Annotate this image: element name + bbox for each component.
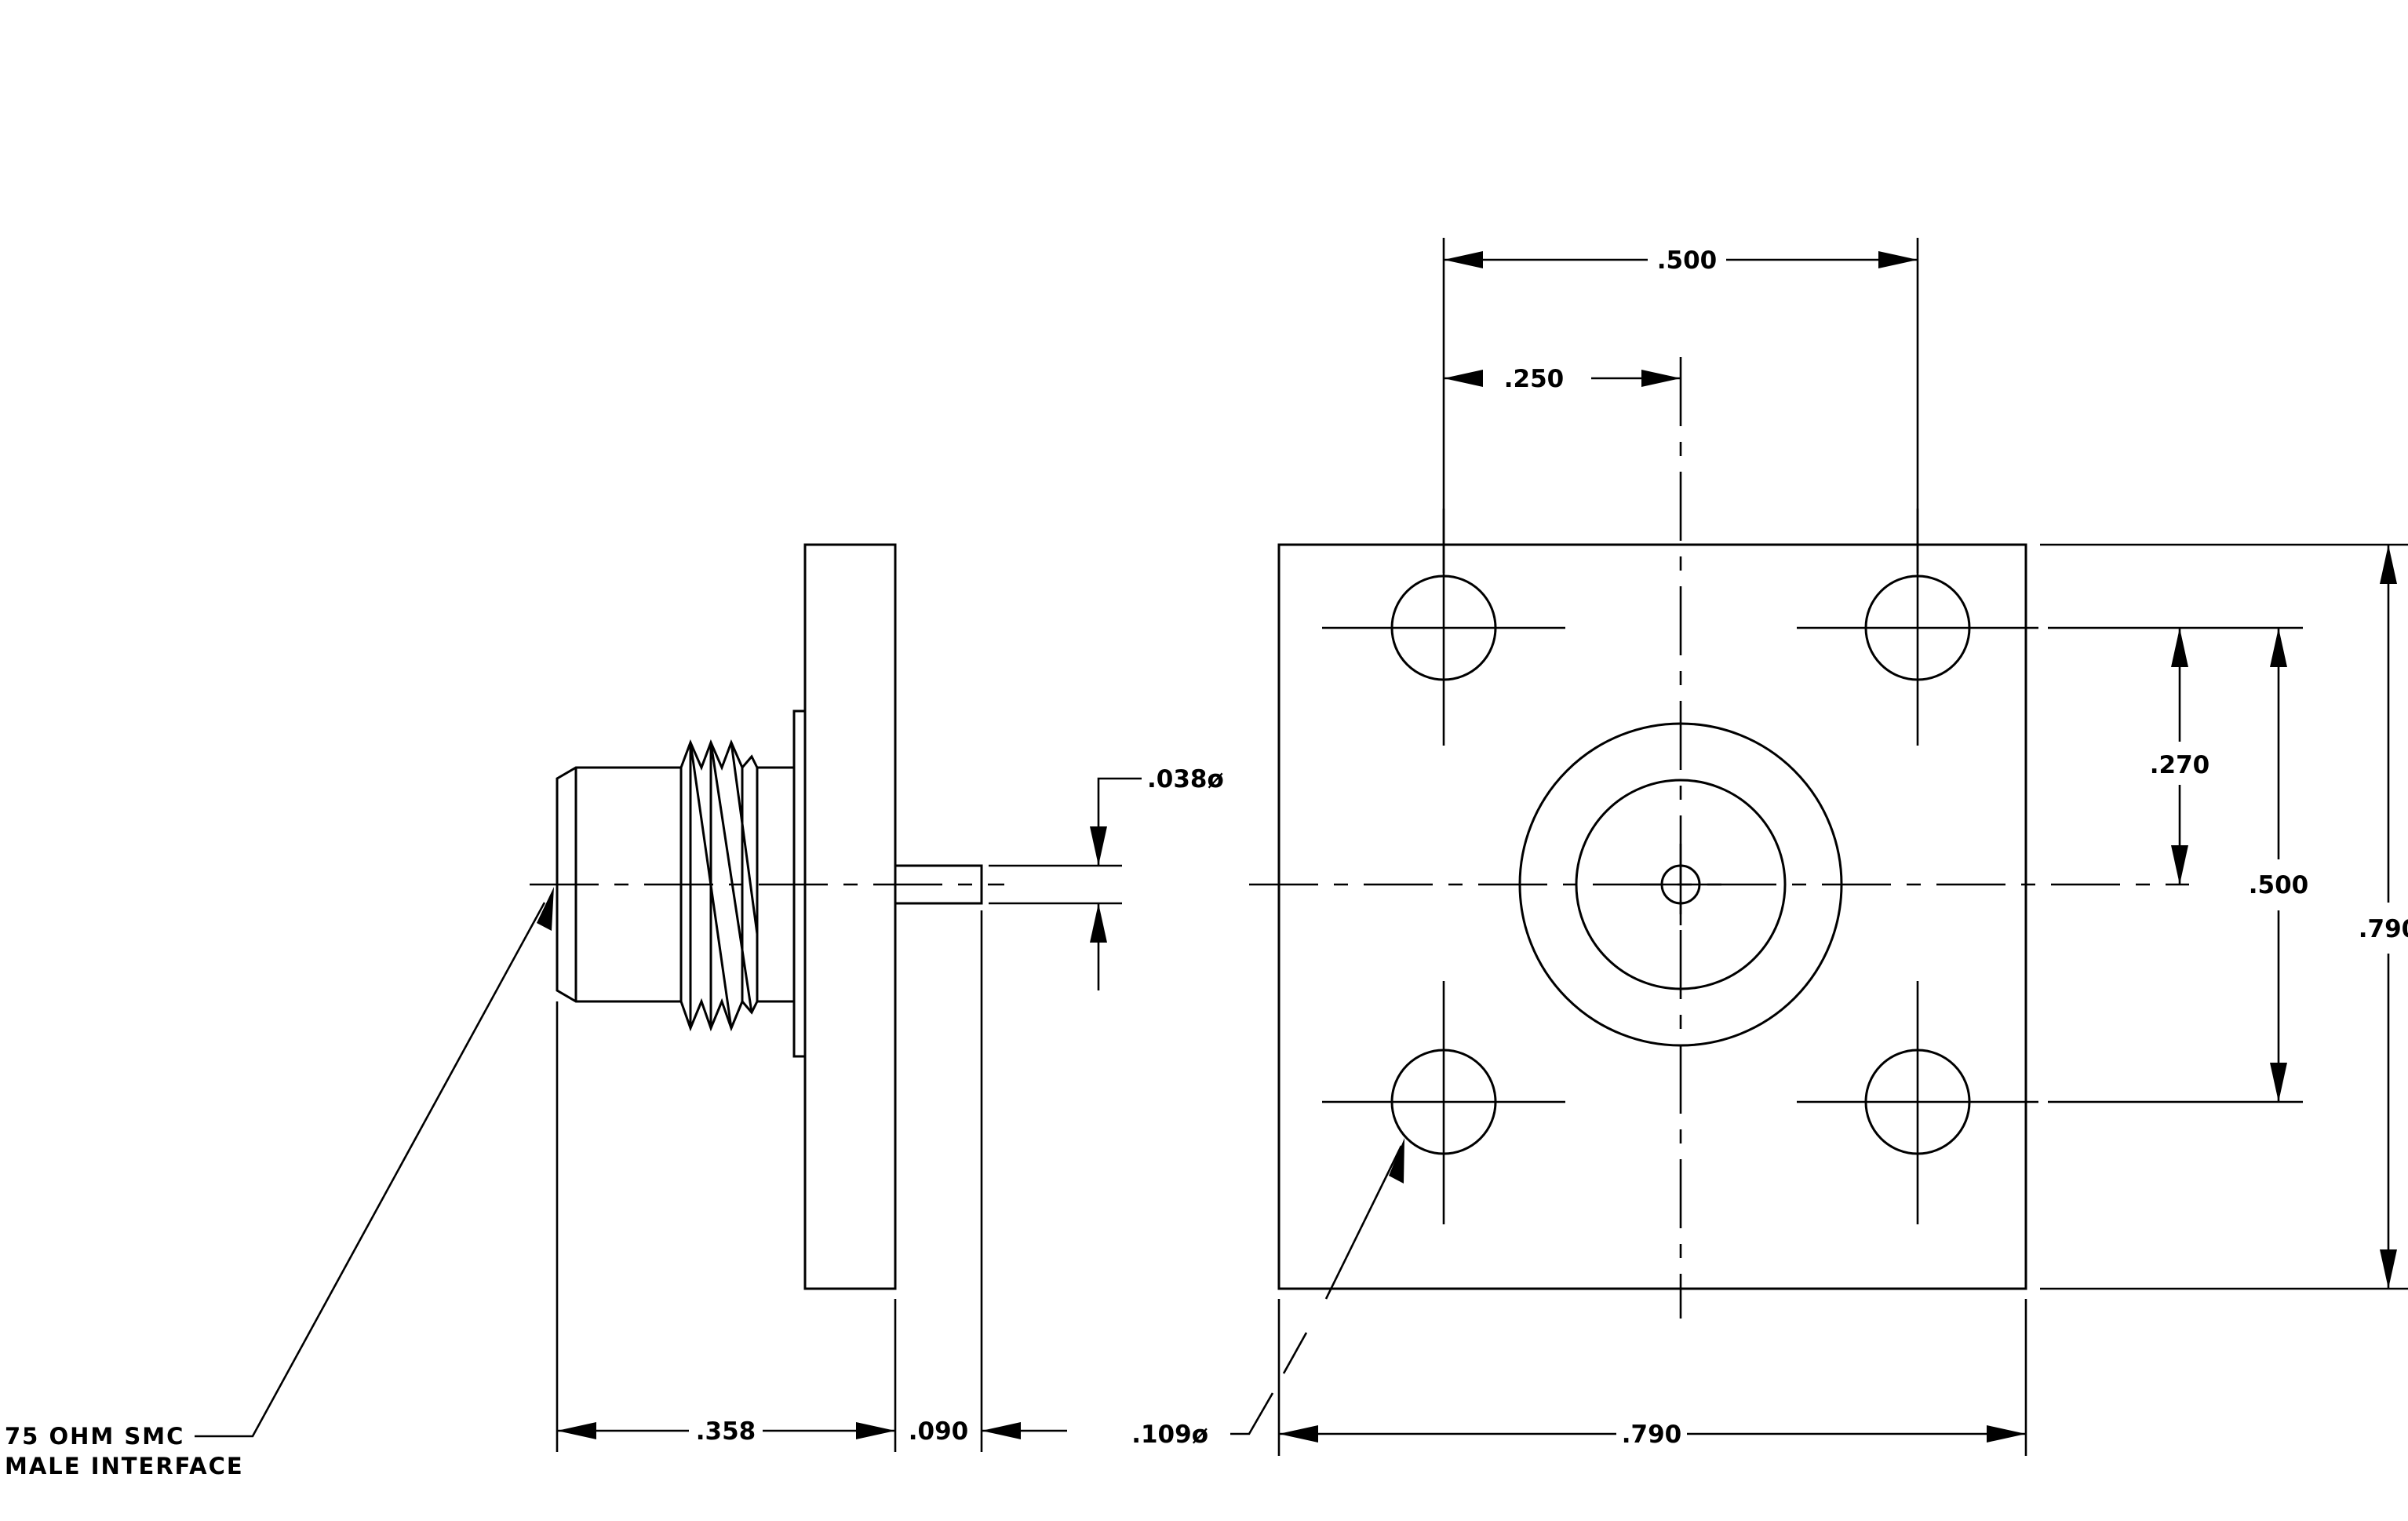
dim-top-hole-spacing: .500 <box>1444 246 1918 275</box>
dim-half-hole-spacing-label: .250 <box>1504 365 1565 393</box>
dim-vertical-offset: .270 <box>2150 628 2210 885</box>
interface-leader: 75 OHM SMC MALE INTERFACE <box>5 887 554 1479</box>
mounting-hole-bottom-right <box>1797 981 2038 1224</box>
dim-body-length-label: .358 <box>696 1417 756 1446</box>
side-flange-plate <box>803 543 897 1290</box>
dim-flange-width-label: .790 <box>1622 1421 1682 1449</box>
dim-pin-dia-label: .038ø <box>1147 765 1224 793</box>
dim-pin-length-label: .090 <box>909 1417 969 1446</box>
front-flange-square <box>1277 543 2027 1290</box>
extension-lines <box>556 238 2408 1456</box>
dim-half-hole-spacing: .250 <box>1444 365 1681 393</box>
dim-pin-length: .090 <box>909 1417 1067 1446</box>
dim-mount-hole-dia: .109ø <box>1131 1138 1404 1449</box>
dim-mount-hole-dia-label: .109ø <box>1131 1421 1208 1449</box>
dim-flange-height: .790 <box>2359 545 2408 1289</box>
side-view <box>530 543 1004 1290</box>
dim-vertical-hole-spacing-label: .500 <box>2249 871 2309 899</box>
dim-top-hole-spacing-label: .500 <box>1657 246 1718 275</box>
interface-note-line1: 75 OHM SMC <box>5 1423 184 1450</box>
dim-pin-dia: .038ø <box>1090 765 1224 990</box>
mounting-hole-bottom-left <box>1322 981 1565 1224</box>
mounting-hole-top-right <box>1797 509 2038 746</box>
interface-note-line2: MALE INTERFACE <box>5 1453 244 1479</box>
dim-body-length: .358 <box>557 1417 895 1446</box>
dim-vertical-hole-spacing: .500 <box>2249 628 2309 1102</box>
dim-flange-height-label: .790 <box>2359 915 2408 943</box>
dim-flange-width: .790 <box>1279 1421 2026 1449</box>
dim-vertical-offset-label: .270 <box>2150 751 2210 779</box>
